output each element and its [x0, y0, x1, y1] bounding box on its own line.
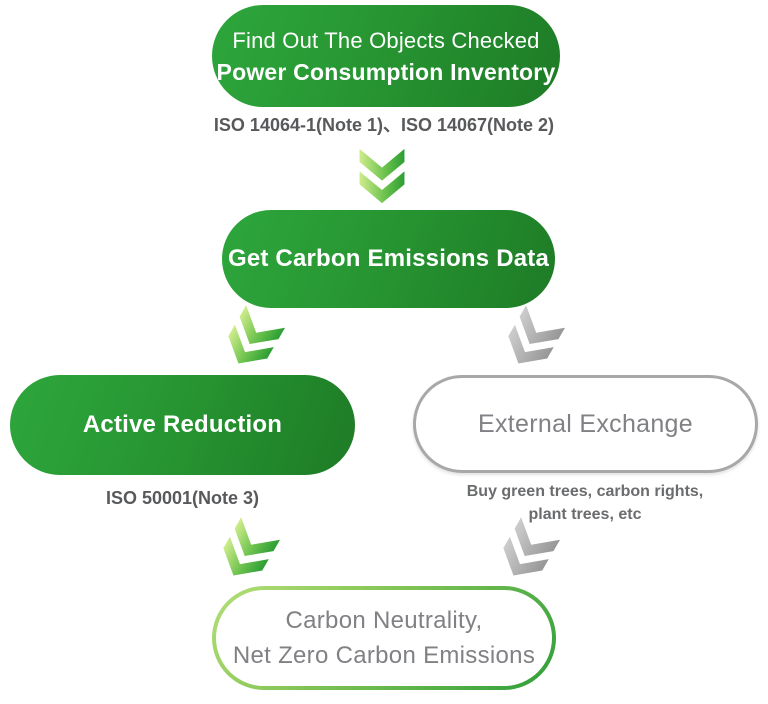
external-exchange-pill: External Exchange [413, 375, 758, 473]
double-chevron-tilted-gray-icon [492, 300, 573, 380]
double-chevron-tilted-gray-icon [487, 512, 568, 592]
step-find-objects-pill: Find Out The Objects Checked Power Consu… [212, 5, 560, 107]
external-exchange-label: External Exchange [478, 409, 693, 438]
carbon-neutrality-pill: Carbon Neutrality, Net Zero Carbon Emiss… [212, 586, 556, 690]
external-exchange-note: Buy green trees, carbon rights, plant tr… [405, 480, 765, 526]
step-get-emissions-data-pill: Get Carbon Emissions Data [222, 210, 555, 308]
iso-14064-14067-note: ISO 14064-1(Note 1)、ISO 14067(Note 2) [213, 115, 555, 135]
step-find-objects-line1: Find Out The Objects Checked [232, 27, 540, 53]
carbon-neutrality-line1: Carbon Neutrality, [285, 607, 483, 634]
iso-50001-note: ISO 50001(Note 3) [105, 488, 260, 508]
step-find-objects-line2: Power Consumption Inventory [216, 58, 556, 85]
external-exchange-note-line1: Buy green trees, carbon rights, [466, 483, 704, 500]
double-chevron-down-icon [352, 147, 412, 205]
step-get-emissions-data-label: Get Carbon Emissions Data [227, 245, 550, 272]
active-reduction-pill: Active Reduction [10, 375, 355, 475]
external-exchange-note-line2: plant trees, etc [528, 506, 642, 523]
active-reduction-label: Active Reduction [82, 411, 283, 438]
double-chevron-tilted-green-icon [207, 512, 288, 592]
double-chevron-tilted-green-icon [212, 300, 293, 380]
carbon-neutrality-line2: Net Zero Carbon Emissions [232, 642, 536, 669]
